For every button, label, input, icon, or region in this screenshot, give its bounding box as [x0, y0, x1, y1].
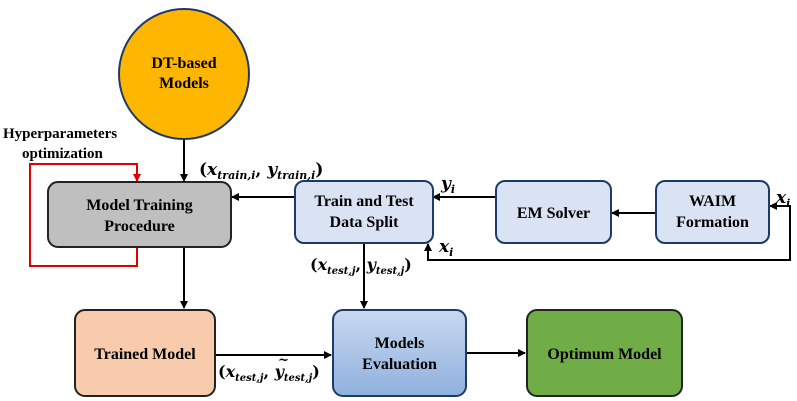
optimum-model-label: Optimum Model — [547, 346, 662, 363]
waim-line2: Formation — [676, 214, 749, 231]
node-em-solver: EM Solver — [495, 180, 612, 244]
pred-y-var: y — [274, 362, 286, 381]
x-i-input-label: xi — [775, 188, 790, 210]
node-dt-based-models: DT-based Models — [118, 8, 250, 140]
split-line1: Train and Test — [314, 193, 414, 210]
test-pair-label: (xtest,j, ytest,j) — [310, 255, 412, 277]
pred-pair-label: (xtest,j, ytest,j) — [218, 362, 320, 384]
node-optimum-model: Optimum Model — [526, 309, 683, 397]
y-i-label: yi — [440, 174, 455, 196]
node-model-training: Model Training Procedure — [47, 181, 232, 248]
trained-model-label: Trained Model — [94, 346, 196, 363]
em-solver-label: EM Solver — [517, 205, 590, 222]
hyperparameters-label-line2: optimization — [22, 146, 103, 162]
split-line2: Data Split — [330, 214, 400, 231]
pred-tilde: ~ — [278, 353, 289, 368]
train-pair-label: (xtrain,i, ytrain,i) — [199, 160, 323, 182]
hyperparameters-label-line1: Hyperparameters — [3, 126, 117, 142]
evaluation-line2: Evaluation — [362, 356, 437, 373]
model-training-line1: Model Training — [86, 197, 193, 214]
dt-models-line2: Models — [159, 75, 209, 92]
evaluation-line1: Models — [375, 335, 425, 352]
hyperparameter-loop — [29, 163, 141, 267]
node-waim-formation: WAIM Formation — [655, 180, 770, 244]
dt-models-line1: DT-based — [151, 55, 216, 72]
x-i-feedback-label: xi — [438, 237, 453, 259]
waim-line1: WAIM — [689, 193, 736, 210]
model-training-line2: Procedure — [104, 218, 175, 235]
node-models-evaluation: Models Evaluation — [332, 309, 467, 397]
node-train-test-split: Train and Test Data Split — [294, 180, 434, 244]
connectors — [29, 139, 791, 359]
node-trained-model: Trained Model — [74, 309, 216, 397]
